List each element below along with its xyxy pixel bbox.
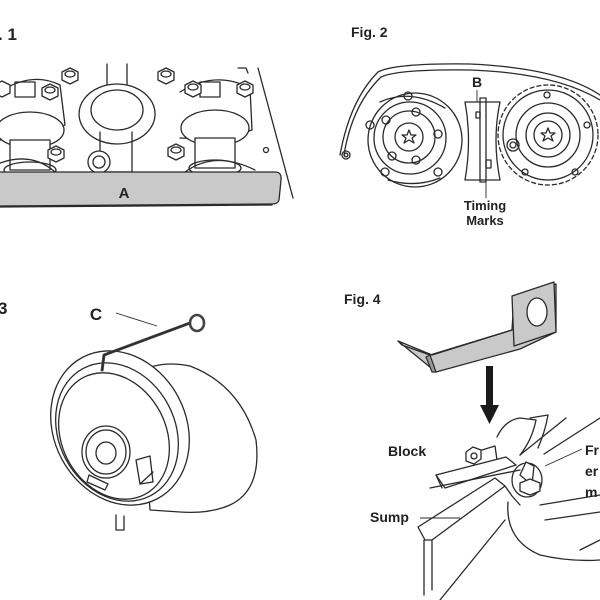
- tensioner-drawing: [50, 350, 258, 531]
- callout-timing-marks-line2: Marks: [466, 213, 504, 228]
- bolt-icon: [0, 67, 254, 163]
- callout-sump: Sump: [370, 509, 409, 525]
- flywheel-locking-bracket: [397, 281, 557, 373]
- callout-a: A: [119, 185, 130, 202]
- right-camshaft-sprocket: [497, 84, 599, 186]
- figure-3: 3 C: [0, 299, 258, 531]
- star-icon: [401, 129, 417, 144]
- locking-bar-a: A: [0, 171, 282, 208]
- callout-block: Block: [388, 443, 426, 459]
- figure-1: . 1: [0, 25, 294, 208]
- callout-fr-line3: m: [585, 484, 597, 500]
- down-arrow-icon: [480, 366, 499, 424]
- figure-2: Fig. 2 B: [339, 24, 600, 228]
- sprocket-locking-tool-b: B: [464, 74, 501, 183]
- tensioner-pin-c: C: [90, 305, 206, 372]
- callout-c: C: [90, 305, 102, 324]
- figure-4-title: Fig. 4: [344, 291, 381, 307]
- figure-3-title: 3: [0, 299, 7, 318]
- figure-1-title: . 1: [0, 25, 17, 44]
- callout-fr-line2: er: [585, 463, 599, 479]
- figure-4: Fig. 4: [344, 281, 600, 600]
- cylinder-head-drawing: [0, 63, 294, 199]
- star-icon: [540, 127, 556, 142]
- engine-block-sump-drawing: [417, 414, 600, 600]
- left-camshaft-sprocket: [365, 91, 463, 188]
- callout-timing-marks-line1: Timing: [464, 198, 506, 213]
- figure-2-title: Fig. 2: [351, 24, 388, 40]
- callout-fr-line1: Fr: [585, 442, 600, 458]
- callout-b: B: [472, 74, 482, 90]
